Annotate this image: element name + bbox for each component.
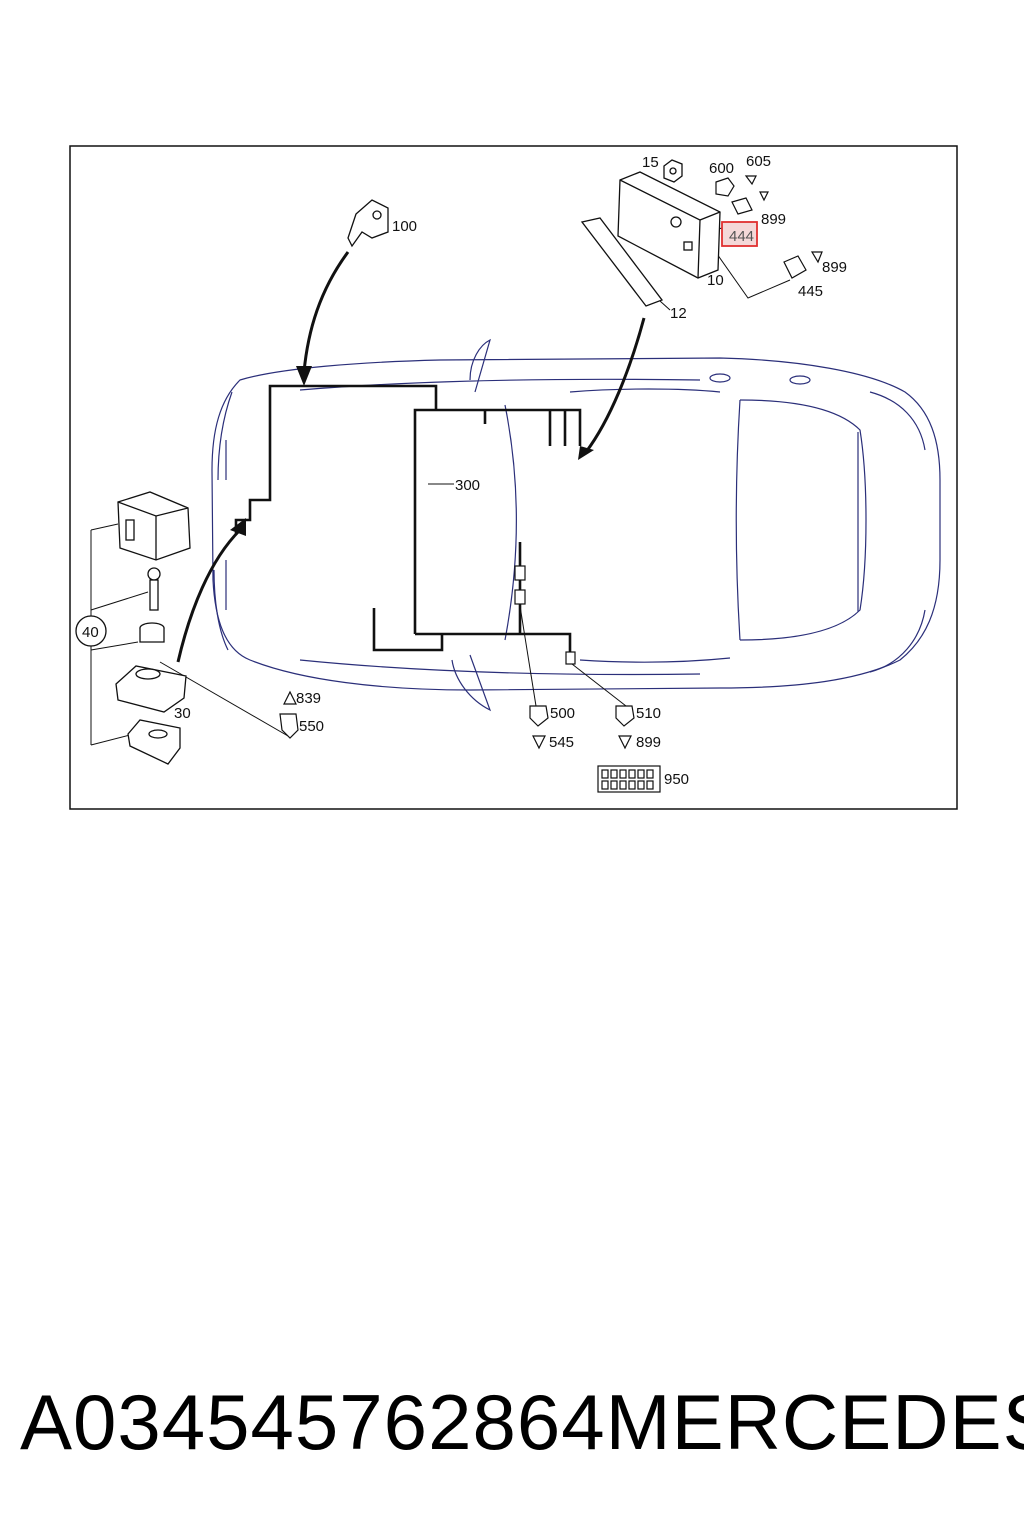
highlight-box bbox=[721, 221, 758, 247]
callout-label-30: 30 bbox=[174, 705, 191, 722]
callout-label-899: 899 bbox=[636, 734, 661, 751]
car-outline bbox=[211, 338, 941, 712]
callout-label-899: 899 bbox=[761, 211, 786, 228]
callout-label-605: 605 bbox=[746, 153, 771, 170]
diagram-frame bbox=[69, 145, 958, 810]
parts-diagram: 15 600 605 899 444 10 899 445 12 100 300… bbox=[69, 145, 958, 810]
group-callout-circle bbox=[75, 615, 107, 647]
pointer-arrows bbox=[176, 251, 646, 663]
wiring-harness bbox=[234, 384, 582, 652]
callout-label-550: 550 bbox=[299, 718, 324, 735]
callout-label-899: 899 bbox=[822, 259, 847, 276]
callout-label-545: 545 bbox=[549, 734, 574, 751]
callout-label-40: 40 bbox=[82, 624, 99, 641]
callout-label-600: 600 bbox=[709, 160, 734, 177]
connector-strip-icon bbox=[597, 765, 661, 793]
brand-name: MERCEDES bbox=[605, 1377, 1024, 1466]
callout-label-510: 510 bbox=[636, 705, 661, 722]
callout-label-10: 10 bbox=[707, 272, 724, 289]
callout-label-950: 950 bbox=[664, 771, 689, 788]
sensor-cover-icon bbox=[117, 491, 191, 561]
callout-label-500: 500 bbox=[550, 705, 575, 722]
nut-icon bbox=[663, 159, 683, 183]
connector-small-icon bbox=[715, 175, 823, 279]
sensor-base-icon bbox=[115, 665, 187, 713]
footer-caption: A034545762864 MERCEDES bbox=[20, 1372, 1024, 1472]
control-module-icon bbox=[617, 171, 721, 279]
mount-bracket-icon bbox=[127, 719, 181, 765]
cover-panel-icon bbox=[580, 217, 664, 307]
callout-label-100: 100 bbox=[392, 218, 417, 235]
pin-icon bbox=[147, 567, 161, 611]
callout-label-300: 300 bbox=[455, 477, 480, 494]
fastener-symbols bbox=[279, 690, 635, 750]
callout-label-839: 839 bbox=[296, 690, 321, 707]
connector-block bbox=[514, 565, 526, 581]
clip-icon bbox=[139, 622, 165, 643]
callout-label-444[interactable]: 444 bbox=[729, 228, 754, 245]
connector-block bbox=[514, 589, 526, 605]
arrow-heads bbox=[230, 366, 594, 536]
bracket-part-icon bbox=[347, 199, 389, 248]
callout-label-445: 445 bbox=[798, 283, 823, 300]
connector-block bbox=[565, 651, 576, 665]
callout-label-15: 15 bbox=[642, 154, 659, 171]
callout-label-12: 12 bbox=[670, 305, 687, 322]
part-number: A034545762864 bbox=[20, 1377, 606, 1466]
